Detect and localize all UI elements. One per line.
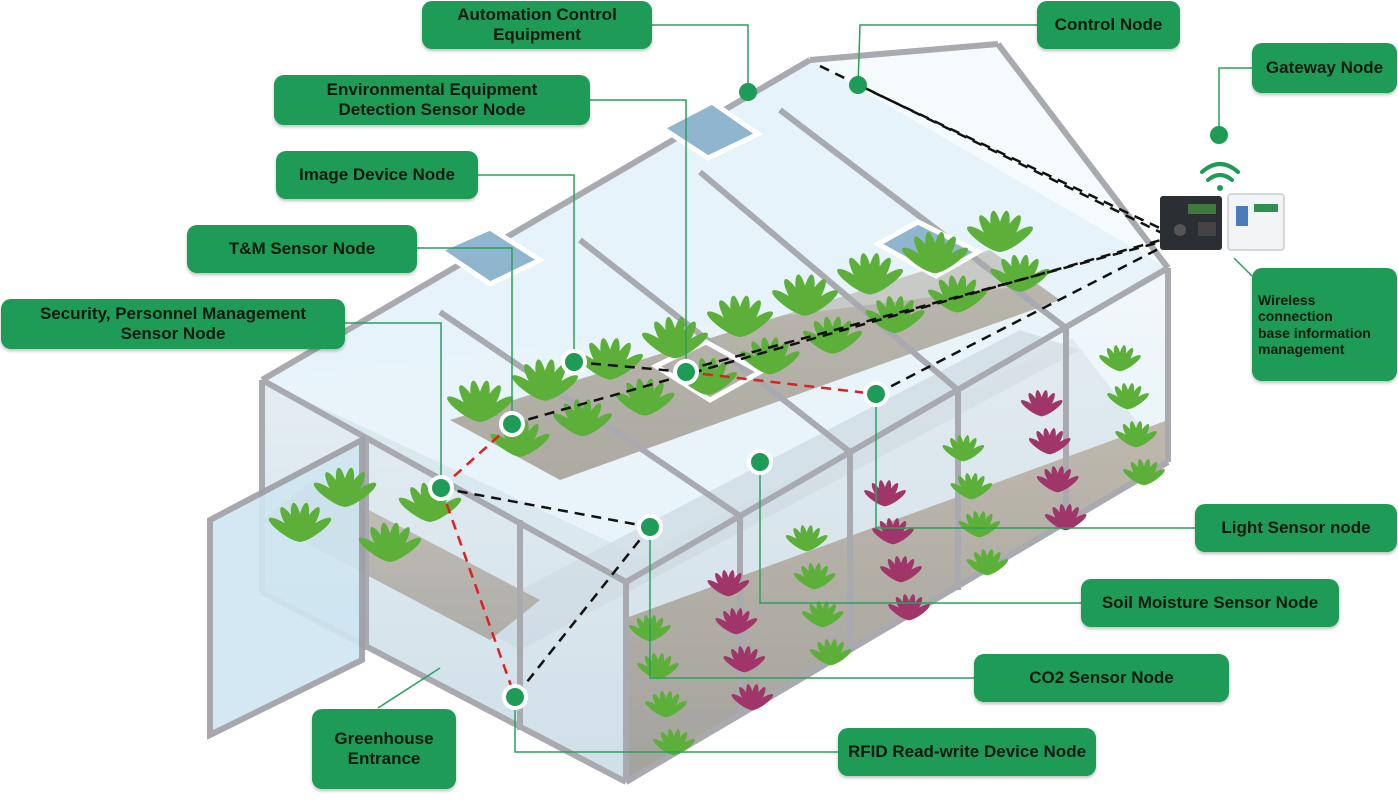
plant-icon <box>928 275 987 313</box>
label-control-node: Control Node <box>1037 1 1180 49</box>
label-gateway-node: Gateway Node <box>1252 43 1397 93</box>
node-soil-moisture <box>747 449 773 475</box>
plant-icon <box>645 691 687 718</box>
plant-icon <box>268 502 332 542</box>
plant-icon <box>637 653 679 680</box>
plant-icon <box>772 274 838 316</box>
greenhouse-door <box>207 435 365 740</box>
wifi-icon <box>1200 162 1240 191</box>
plant-icon <box>958 511 1001 538</box>
plant-icon <box>888 594 930 621</box>
plant-icon <box>642 316 708 359</box>
plant-icon <box>553 399 612 437</box>
plant-icon <box>1115 421 1157 448</box>
plant-icon <box>707 295 773 337</box>
plant-icon <box>1036 466 1079 493</box>
plant-icon <box>653 729 695 756</box>
plant-icon <box>837 253 903 295</box>
label-automation-control-equipment: Automation Control Equipment <box>422 1 652 49</box>
plant-icon <box>785 525 828 552</box>
plant-icon <box>1123 459 1165 486</box>
wireless-module-icon <box>1227 193 1285 251</box>
plant-icon <box>1028 428 1071 455</box>
label-image-device-node: Image Device Node <box>276 151 478 199</box>
label-tm-sensor-node: T&M Sensor Node <box>187 225 417 273</box>
plant-icon <box>1099 345 1141 372</box>
plant-icon <box>966 549 1009 576</box>
node-env-equipment <box>673 359 699 385</box>
plant-icon <box>872 518 914 545</box>
plant-icon <box>967 210 1033 252</box>
plant-icon <box>358 522 422 562</box>
plant-icon <box>801 601 844 628</box>
node-rfid <box>502 684 528 710</box>
label-rfid-device-node: RFID Read-write Device Node <box>838 728 1096 776</box>
gateway-device-icon <box>1160 196 1222 250</box>
plant-icon <box>723 646 766 673</box>
plant-icon <box>512 359 578 401</box>
plant-icon <box>447 380 513 422</box>
roof-vent-1 <box>434 225 546 287</box>
plant-icon <box>880 556 922 583</box>
plant-icon <box>950 473 993 500</box>
plant-icon <box>490 419 550 457</box>
plant-icon <box>1107 383 1149 410</box>
node-gateway <box>1210 126 1228 144</box>
plant-icon <box>793 563 836 590</box>
label-security-personnel-node: Security, Personnel Management Sensor No… <box>1 299 345 349</box>
plant-icon <box>707 570 750 597</box>
plant-icon <box>1044 504 1087 531</box>
node-tm-sensor <box>499 411 525 437</box>
node-image-device <box>561 349 587 375</box>
label-env-equipment-sensor-node: Environmental Equipment Detection Sensor… <box>274 75 590 125</box>
plant-icon <box>313 467 377 507</box>
node-security <box>428 475 454 501</box>
sensor-nodes <box>428 76 1228 710</box>
label-wireless-connection: Wireless connection base information man… <box>1252 268 1397 381</box>
wired-links <box>440 64 1169 698</box>
label-co2-sensor-node: CO2 Sensor Node <box>974 654 1229 702</box>
label-light-sensor-node: Light Sensor node <box>1195 504 1397 552</box>
plant-icon <box>1020 390 1063 417</box>
plant-icon <box>809 639 852 666</box>
label-greenhouse-entrance: Greenhouse Entrance <box>312 709 456 789</box>
node-co2 <box>637 514 663 540</box>
plants <box>268 210 1165 756</box>
plant-icon <box>902 231 968 274</box>
mesh-links <box>439 370 877 698</box>
plant-icon <box>629 615 671 642</box>
plant-icon <box>731 684 774 711</box>
node-control <box>849 76 867 94</box>
plant-icon <box>803 316 862 354</box>
node-automation-control <box>739 83 757 101</box>
plant-icon <box>865 296 925 333</box>
node-light-sensor <box>863 381 889 407</box>
plant-icon <box>715 608 758 635</box>
leader-lines <box>345 24 1253 753</box>
plant-icon <box>942 435 985 462</box>
label-soil-moisture-sensor-node: Soil Moisture Sensor Node <box>1081 579 1339 627</box>
